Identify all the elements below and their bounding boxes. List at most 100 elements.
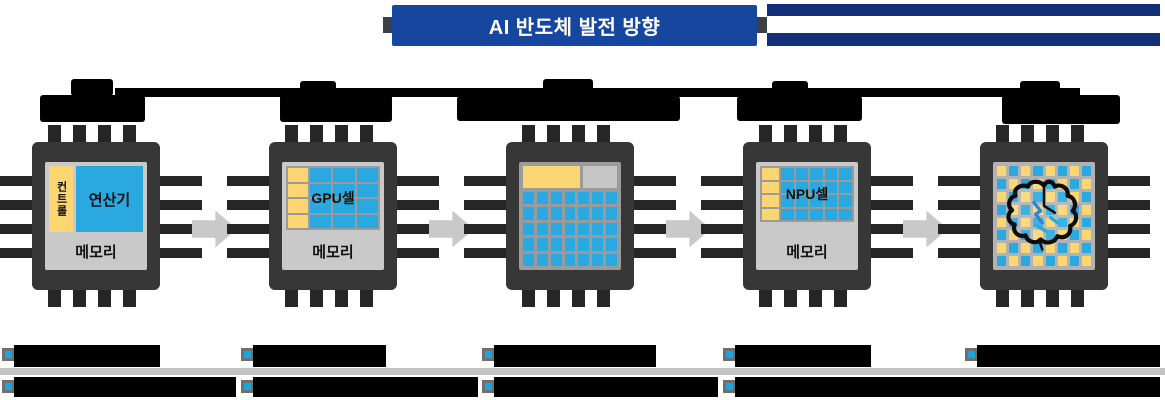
gpu-board: GPU셀 메모리 xyxy=(282,162,384,270)
accelerator-cell-grid xyxy=(523,192,617,266)
chip-cell xyxy=(1033,256,1043,266)
chip-pin xyxy=(1108,224,1150,234)
chip-pin xyxy=(871,176,913,186)
chip-cell xyxy=(1045,191,1055,202)
chip-cell xyxy=(1057,217,1067,228)
chip-cell xyxy=(781,195,794,207)
chip-cell xyxy=(1069,256,1079,266)
chip-pin xyxy=(464,224,506,234)
chip-cell xyxy=(1045,166,1055,176)
header-left-square xyxy=(383,17,393,33)
chip-cell xyxy=(578,253,590,266)
chip-pin xyxy=(1046,290,1059,307)
chip-pin xyxy=(0,224,32,234)
chip-cell xyxy=(356,199,378,213)
chip-pin xyxy=(597,290,610,307)
chip-cell xyxy=(1009,230,1019,241)
chip-cell xyxy=(606,192,617,205)
chip-cell xyxy=(839,181,852,193)
chip-pin xyxy=(634,200,676,210)
chip-cell xyxy=(1021,204,1031,215)
chip-cell xyxy=(1021,217,1031,228)
chip-cell xyxy=(1033,166,1043,176)
chip-pin xyxy=(397,176,439,186)
chip-cell xyxy=(288,168,308,182)
redacted-label-bar xyxy=(737,96,862,121)
redacted-footnote-bar xyxy=(494,345,656,367)
chip-cpu: 컨트롤 연산기 메모리 xyxy=(0,125,202,307)
chip-pin xyxy=(464,248,506,258)
chip-pin xyxy=(871,200,913,210)
chip-cell xyxy=(536,253,548,266)
chip-ai-accelerator xyxy=(464,125,676,307)
footnote-bullet-icon xyxy=(482,348,495,361)
chip-pin xyxy=(634,248,676,258)
header-bar-top xyxy=(767,4,1160,16)
chip-pin xyxy=(701,200,743,210)
chip-pin xyxy=(701,176,743,186)
footnote-bullet-icon xyxy=(723,380,736,393)
npu-control-column xyxy=(762,168,779,220)
chip-pin xyxy=(397,200,439,210)
chip-pin xyxy=(98,125,111,142)
chip-pin xyxy=(310,125,323,142)
chip-pin xyxy=(160,200,202,210)
chip-cell xyxy=(1057,166,1067,176)
chip-cell xyxy=(578,192,590,205)
header-bar-bottom xyxy=(767,33,1160,46)
chip-pin xyxy=(1108,176,1150,186)
chip-cell xyxy=(781,181,794,193)
chip-cell xyxy=(839,195,852,207)
cpu-alu-block: 연산기 xyxy=(76,166,143,232)
chip-pin xyxy=(1046,125,1059,142)
redacted-label-bar xyxy=(40,95,145,122)
chip-pin xyxy=(522,290,535,307)
chip-cell xyxy=(824,208,838,220)
accelerator-yellow-block xyxy=(523,166,580,188)
chip-cell xyxy=(1021,166,1031,176)
chip-cell xyxy=(997,191,1007,202)
chip-pin xyxy=(871,224,913,234)
chip-cell xyxy=(1033,230,1043,241)
chip-cell xyxy=(578,222,590,236)
redacted-footnote-bar xyxy=(253,345,386,367)
chip-cell xyxy=(592,222,604,236)
redacted-footnote-bar xyxy=(14,377,236,397)
chip-cell xyxy=(592,207,604,220)
chip-cell xyxy=(997,166,1007,176)
chip-cell xyxy=(1009,166,1019,176)
chip-pin xyxy=(227,200,269,210)
chip-cell xyxy=(1069,178,1079,189)
chip-cell xyxy=(564,207,576,220)
chip-cell xyxy=(523,238,534,251)
chip-cell xyxy=(592,253,604,266)
footnote-bullet-icon xyxy=(482,380,495,393)
chip-cell xyxy=(578,238,590,251)
cpu-memory-label: 메모리 xyxy=(75,244,117,261)
chip-cell xyxy=(1081,166,1091,176)
chip-pin xyxy=(834,290,847,307)
chip-cell xyxy=(810,168,823,180)
chip-pin xyxy=(335,290,348,307)
chip-pin xyxy=(397,224,439,234)
accelerator-top-blocks xyxy=(523,166,617,188)
chip-cell xyxy=(795,195,809,207)
chip-pin xyxy=(701,224,743,234)
chip-pin xyxy=(160,224,202,234)
chip-cell xyxy=(1069,191,1079,202)
chip-pin xyxy=(938,200,980,210)
chip-pin xyxy=(701,248,743,258)
redacted-label-bar xyxy=(772,81,808,96)
chip-pin xyxy=(1021,290,1034,307)
chip-pin xyxy=(938,224,980,234)
chip-cell xyxy=(310,199,332,213)
chip-cell xyxy=(333,183,355,197)
chip-cell xyxy=(564,253,576,266)
chip-pin xyxy=(0,248,32,258)
chip-pin xyxy=(634,224,676,234)
footnote-bullet-icon xyxy=(2,348,15,361)
chip-pin xyxy=(1071,125,1084,142)
chip-pin xyxy=(634,176,676,186)
redacted-label-bar xyxy=(457,96,680,121)
chip-cell xyxy=(356,214,378,228)
